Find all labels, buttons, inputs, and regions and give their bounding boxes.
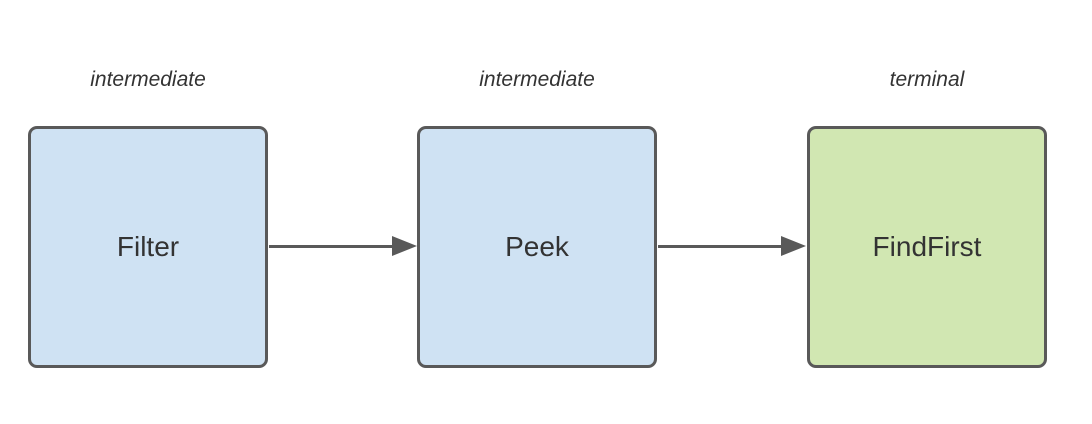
edge-peek-to-findfirst [658,236,806,257]
arrowhead-right-icon [781,236,806,256]
edge-filter-to-peek [269,236,417,257]
node-group-peek: intermediate Peek [417,0,657,424]
node-label-peek: Peek [505,231,569,262]
node-group-filter: intermediate Filter [28,0,268,424]
node-label-findfirst: FindFirst [872,231,982,262]
edge-line [269,245,399,248]
node-box-filter[interactable]: Filter [28,126,268,368]
node-type-label-filter: intermediate [90,68,206,91]
node-box-findfirst[interactable]: FindFirst [807,126,1047,368]
node-group-findfirst: terminal FindFirst [807,0,1047,424]
node-type-label-findfirst: terminal [889,68,965,91]
edge-line [658,245,788,248]
node-box-peek[interactable]: Peek [417,126,657,368]
node-type-label-peek: intermediate [479,68,595,91]
node-label-filter: Filter [116,231,180,262]
arrowhead-right-icon [392,236,417,256]
